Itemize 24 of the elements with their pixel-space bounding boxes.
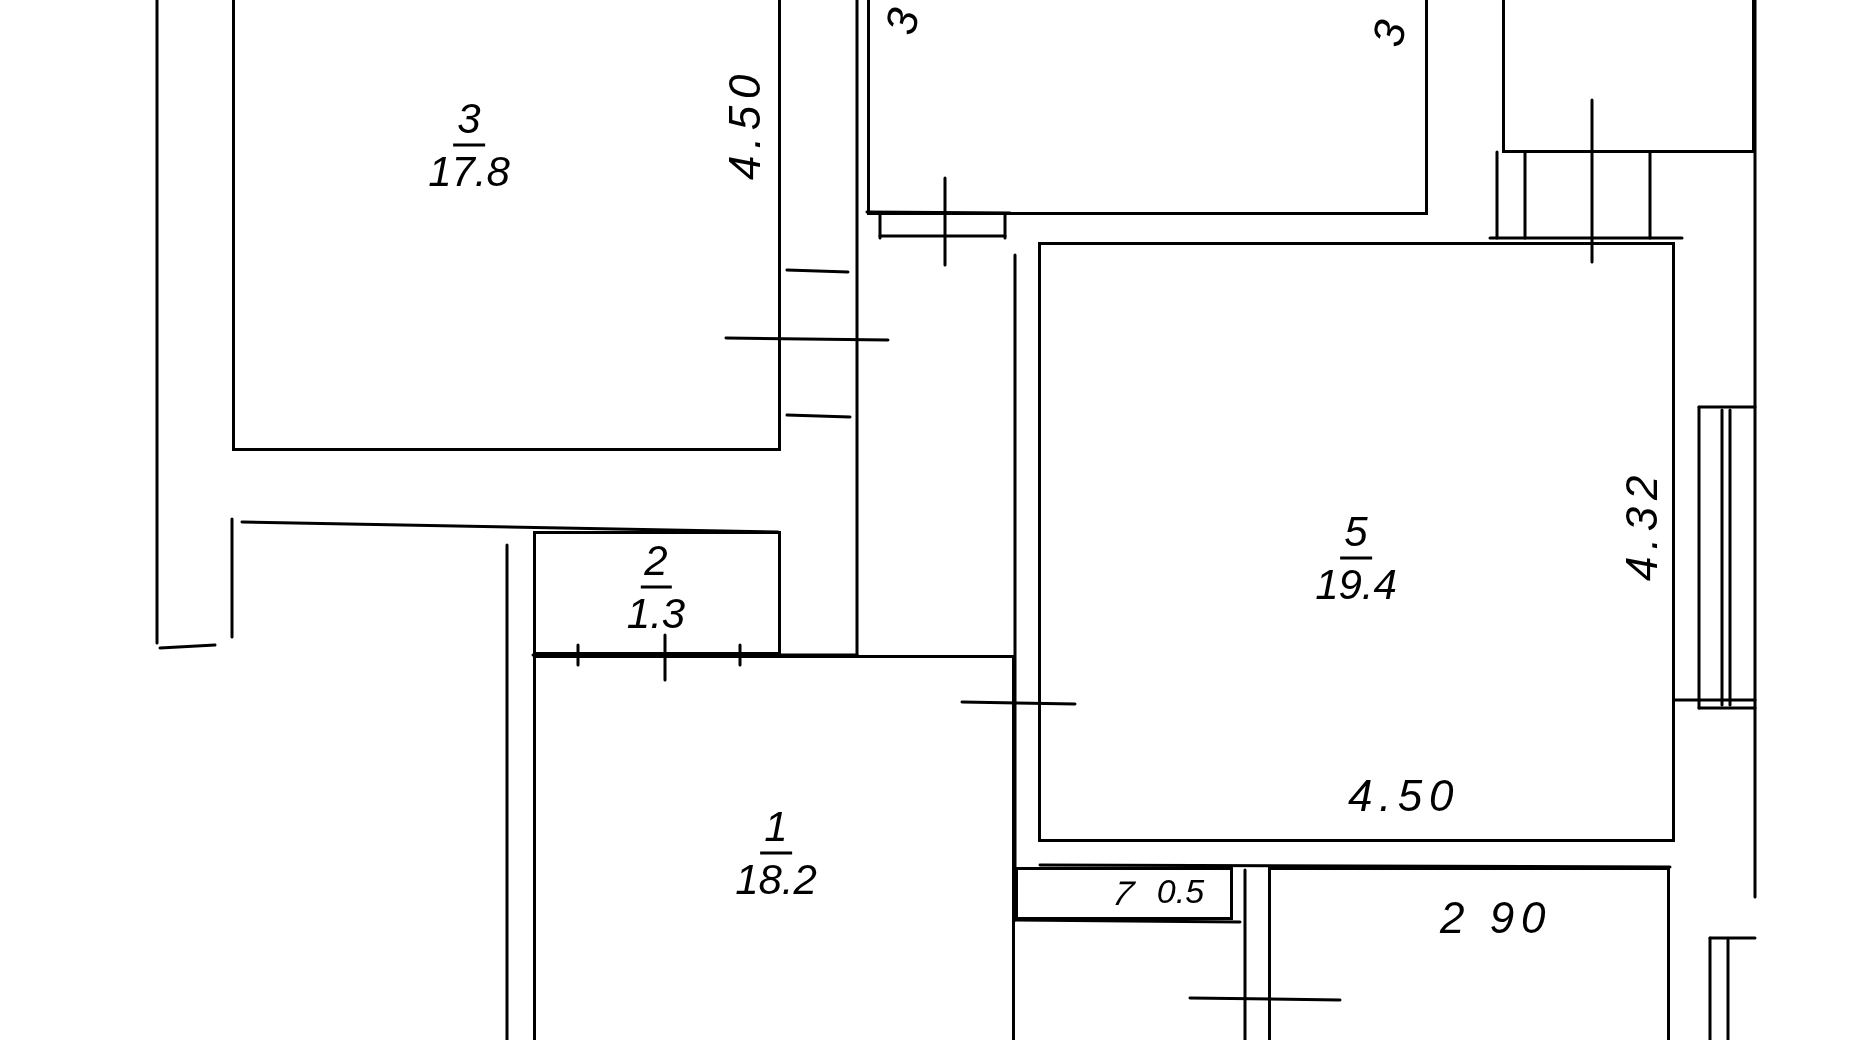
room-area: 18.2 — [731, 854, 821, 905]
dimension-label: 4.50 — [723, 68, 767, 180]
room — [533, 655, 1015, 1040]
room-area: 19.4 — [1311, 559, 1401, 610]
room — [867, 0, 1428, 215]
room-number: 1 — [760, 801, 792, 855]
dimension-label: 3 — [1364, 9, 1416, 51]
room-number: 5 — [1340, 506, 1372, 560]
room — [1038, 242, 1675, 842]
room — [533, 531, 781, 655]
dimension-label: 4.50 — [1348, 774, 1460, 818]
room — [1015, 867, 1233, 920]
dimension-label: 3 — [877, 0, 929, 39]
room-number: 7 — [1108, 876, 1138, 910]
room — [1502, 0, 1755, 153]
room-area: 1.3 — [622, 588, 690, 639]
room — [1268, 867, 1670, 1040]
dimension-label: 2 90 — [1440, 896, 1552, 940]
room-number: 2 — [640, 535, 672, 589]
room — [232, 0, 781, 451]
room-number: 3 — [453, 93, 485, 147]
room-area: 17.8 — [424, 146, 514, 197]
room-area: 0.5 — [1152, 874, 1209, 912]
dimension-label: 4.32 — [1620, 469, 1664, 581]
